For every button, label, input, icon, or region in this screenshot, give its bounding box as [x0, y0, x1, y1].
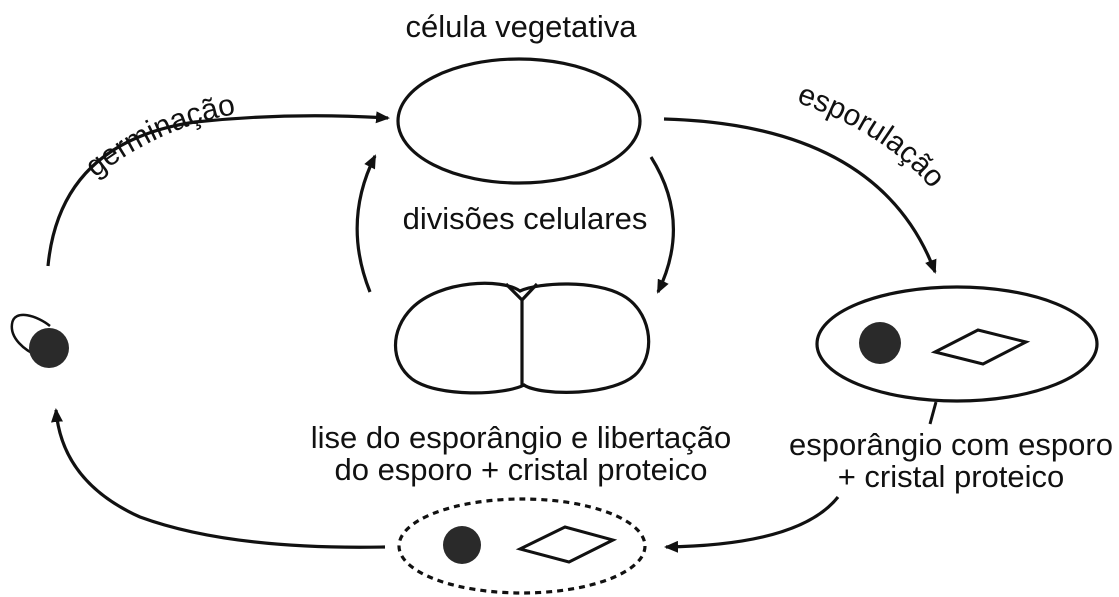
sporangium-label-line1: esporângio com esporo	[789, 427, 1113, 462]
germinating-spore	[29, 328, 69, 368]
division-arrow-up	[355, 154, 377, 293]
free-protein-crystal	[515, 525, 618, 564]
germination-label: germinação	[79, 88, 237, 183]
division-septum	[504, 282, 524, 385]
lysis-to-spore-arrow	[51, 408, 386, 549]
sporulation-label: esporulação	[794, 78, 952, 194]
sporangium-to-lysis-arrow	[664, 496, 840, 553]
sporangium	[815, 285, 1099, 403]
vegetative-cell	[396, 57, 642, 185]
free-spore	[443, 526, 481, 564]
cell-divisions-label: divisões celulares	[403, 201, 648, 236]
protein-crystal-in-sporangium	[930, 328, 1031, 366]
germination-arrow	[46, 111, 390, 267]
division-septum-top	[520, 282, 539, 302]
spore-exosporium	[10, 313, 51, 358]
sporangium-label-line2: + cristal proteico	[838, 459, 1065, 494]
lysis-label-line1: lise do esporângio e libertação	[311, 420, 732, 455]
sporangium-pointer	[928, 401, 938, 425]
division-arrow-down	[649, 156, 676, 294]
spore-in-sporangium	[859, 322, 901, 364]
sporulation-arrow	[663, 117, 937, 274]
lysis-label-line2: do esporo + cristal proteico	[334, 452, 707, 487]
vegetative-cell-label: célula vegetativa	[406, 9, 638, 44]
lysed-sporangium	[397, 497, 647, 595]
dividing-cell	[393, 281, 651, 395]
